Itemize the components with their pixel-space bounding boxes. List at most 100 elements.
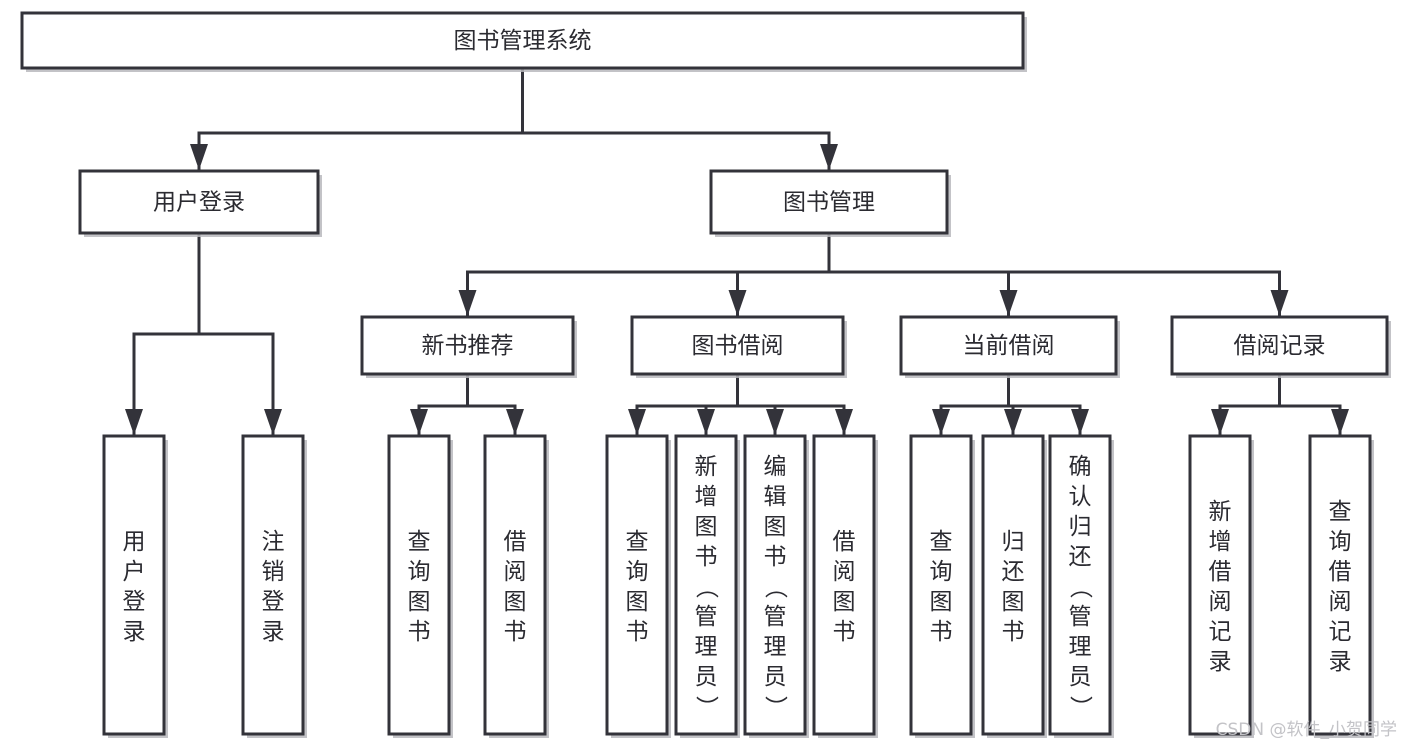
node-box[interactable]: [605, 434, 669, 736]
node-level3-0[interactable]: 新书推荐: [360, 315, 577, 378]
node-label-char: （: [693, 576, 719, 599]
node-label-char: 书: [408, 619, 431, 645]
node-label-char: 理: [1069, 634, 1092, 660]
node-label-char: 询: [930, 559, 953, 585]
node-label: 新书推荐: [422, 333, 514, 359]
node-level2-0[interactable]: 用户登录: [78, 169, 322, 237]
node-label-char: 登: [123, 589, 146, 615]
node-label-char: 查: [626, 529, 649, 555]
node-label-char: 借: [1329, 559, 1352, 585]
node-label-char: 图: [626, 589, 649, 615]
node-box[interactable]: [1188, 434, 1252, 736]
node-label-char: 管: [1069, 604, 1092, 630]
node-leaf-0[interactable]: 用户登录: [102, 434, 168, 738]
connector-arrowhead: [125, 409, 143, 435]
node-box[interactable]: [1308, 434, 1372, 736]
connector-arrowhead: [190, 144, 208, 170]
node-box[interactable]: [981, 434, 1045, 736]
connector-arrowhead: [932, 409, 950, 435]
node-level3-2[interactable]: 当前借阅: [899, 315, 1120, 378]
node-label-char: 书: [504, 619, 527, 645]
node-level2-1[interactable]: 图书管理: [709, 169, 951, 237]
node-box[interactable]: [241, 434, 305, 736]
node-box[interactable]: [743, 434, 807, 736]
node-label-char: ）: [1067, 696, 1093, 719]
node-label-char: 归: [1069, 514, 1092, 540]
node-label-char: 用: [123, 529, 146, 555]
node-label-char: 归: [1002, 529, 1025, 555]
node-label-char: 书: [833, 619, 856, 645]
connector-arrowhead: [697, 409, 715, 435]
node-label-char: 借: [504, 529, 527, 555]
node-label-char: 阅: [504, 559, 527, 585]
node-label-char: 登: [262, 589, 285, 615]
node-box[interactable]: [483, 434, 547, 736]
node-box[interactable]: [899, 315, 1118, 376]
node-label-char: 销: [262, 559, 285, 585]
node-box[interactable]: [1170, 315, 1389, 376]
node-label-char: （: [762, 576, 788, 599]
node-label-char: 图: [833, 589, 856, 615]
node-label-char: 编: [764, 454, 787, 480]
node-label-char: 图: [695, 514, 718, 540]
connector-arrowhead: [835, 409, 853, 435]
node-label: 当前借阅: [963, 333, 1055, 359]
node-box[interactable]: [360, 315, 575, 376]
node-label-char: 管: [695, 604, 718, 630]
connector-arrowhead: [1211, 409, 1229, 435]
node-level3-3[interactable]: 借阅记录: [1170, 315, 1391, 378]
node-label-char: 图: [764, 514, 787, 540]
node-label-char: 阅: [1209, 589, 1232, 615]
node-label-char: 录: [1209, 649, 1232, 675]
node-box[interactable]: [78, 169, 320, 235]
connector-arrowhead: [264, 409, 282, 435]
node-box[interactable]: [102, 434, 166, 736]
csdn-watermark: CSDN @软件_小贺同学: [1216, 720, 1397, 740]
node-label-char: ）: [693, 696, 719, 719]
node-box[interactable]: [630, 315, 845, 376]
node-label-char: 确: [1069, 454, 1092, 480]
node-label-char: 户: [123, 559, 146, 585]
node-label: 图书管理: [783, 190, 875, 216]
node-label-char: 员: [1069, 664, 1092, 690]
node-label-char: 书: [626, 619, 649, 645]
node-level3-1[interactable]: 图书借阅: [630, 315, 847, 378]
node-box[interactable]: [909, 434, 973, 736]
node-box[interactable]: [387, 434, 451, 736]
node-label-char: 借: [833, 529, 856, 555]
node-box[interactable]: [674, 434, 738, 736]
node-label-char: 管: [764, 604, 787, 630]
node-box[interactable]: [1048, 434, 1112, 736]
node-label-char: 增: [695, 484, 718, 510]
node-label: 图书借阅: [692, 333, 784, 359]
node-root-0[interactable]: 图书管理系统: [20, 11, 1027, 72]
node-box[interactable]: [709, 169, 949, 235]
node-box[interactable]: [20, 11, 1025, 70]
node-label-char: 新: [1209, 499, 1232, 525]
connector-arrowhead: [728, 290, 747, 316]
node-label-char: 询: [626, 559, 649, 585]
node-label-char: 借: [1209, 559, 1232, 585]
node-label: 借阅记录: [1234, 333, 1326, 359]
node-label-char: 书: [1002, 619, 1025, 645]
connector-arrowhead: [1331, 409, 1349, 435]
node-label-char: 录: [262, 619, 285, 645]
connector-arrowhead: [410, 409, 428, 435]
node-box[interactable]: [812, 434, 876, 736]
node-label-char: 员: [764, 664, 787, 690]
node-label-char: （: [1067, 576, 1093, 599]
